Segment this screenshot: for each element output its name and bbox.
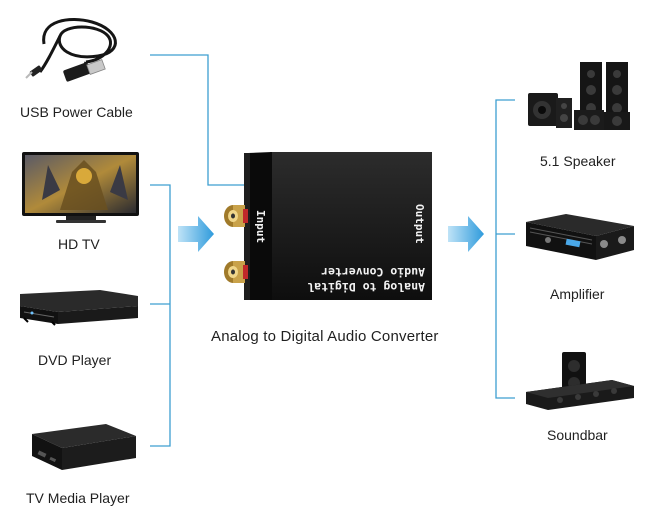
output-connector-lines <box>495 99 515 399</box>
output-label-soundbar: Soundbar <box>547 427 608 443</box>
input-arrow <box>178 216 214 252</box>
input-label-tv-media-player: TV Media Player <box>26 490 130 506</box>
hd-tv-icon <box>22 152 139 223</box>
input-label-dvd-player: DVD Player <box>38 352 112 368</box>
rca-port-lower <box>224 261 248 283</box>
output-label-5-1-speaker: 5.1 Speaker <box>540 153 616 169</box>
usb-power-cable-icon <box>25 18 117 82</box>
output-port-label: Output <box>413 204 426 244</box>
converter-box: Input Output Analog to Digital Audio Con… <box>224 152 432 300</box>
output-arrow <box>448 216 484 252</box>
converter-body-text-line2: Audio Converter <box>321 265 425 279</box>
input-port-label: Input <box>254 210 267 243</box>
input-label-hd-tv: HD TV <box>58 236 100 252</box>
input-label-usb-power-cable: USB Power Cable <box>20 104 133 120</box>
speaker-connector-line <box>495 99 515 399</box>
amplifier-icon <box>526 214 634 260</box>
speaker-system-icon <box>528 62 630 130</box>
hdtv-connector-line <box>150 184 171 447</box>
soundbar-icon <box>526 352 634 410</box>
tv-media-player-icon <box>32 424 136 470</box>
rca-port-upper <box>224 205 248 227</box>
converter-caption: Analog to Digital Audio Converter <box>211 328 439 345</box>
usb-connector-line <box>150 54 250 186</box>
output-label-amplifier: Amplifier <box>550 286 605 302</box>
dvd-player-icon <box>20 290 138 326</box>
input-connector-lines <box>150 54 250 447</box>
converter-body-text-line1: Analog to Digital <box>307 280 425 294</box>
